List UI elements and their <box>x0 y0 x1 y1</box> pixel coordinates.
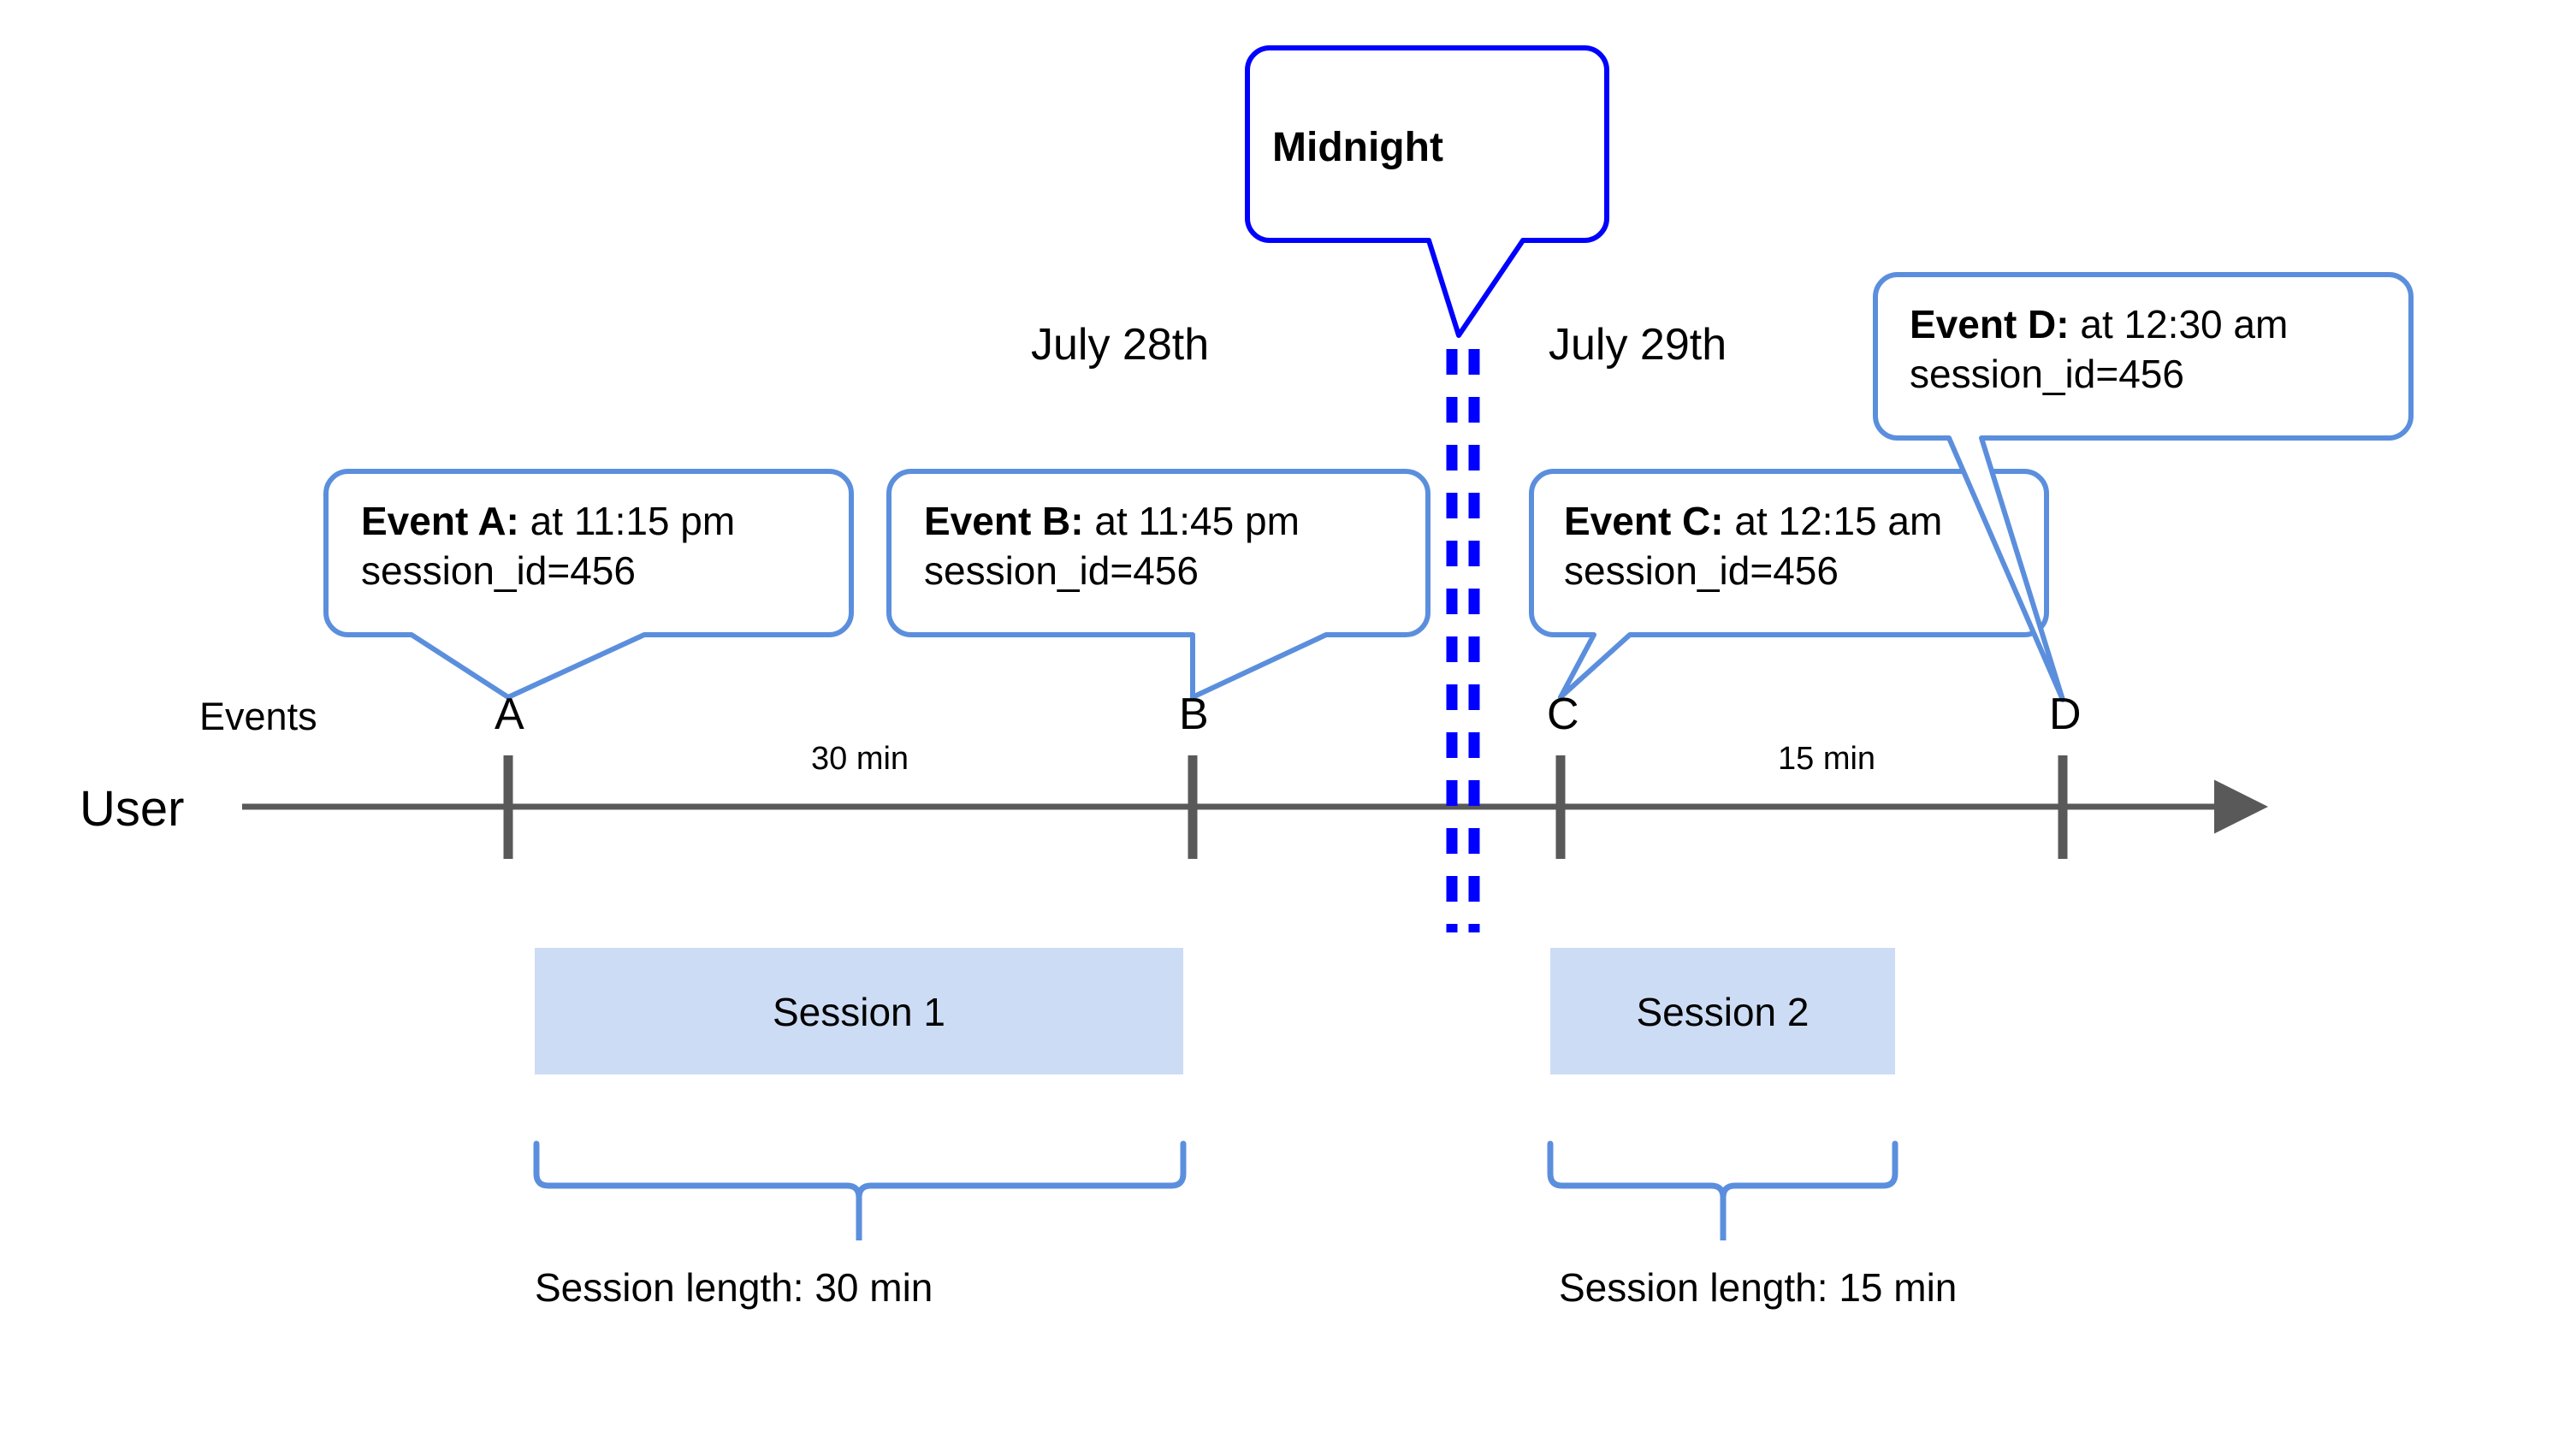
session-1-brace <box>533 1140 1187 1240</box>
event-c-time: at 12:15 am <box>1723 499 1943 543</box>
event-b-callout-text: Event B: at 11:45 pm session_id=456 <box>924 496 1412 595</box>
date-label-july-28: July 28th <box>1031 320 1210 370</box>
event-c-callout-shape <box>1529 469 2049 700</box>
event-c-callout-text: Event C: at 12:15 am session_id=456 <box>1564 496 2043 595</box>
event-a-callout-text: Event A: at 11:15 pm session_id=456 <box>361 496 840 595</box>
event-a-session-id: session_id=456 <box>361 548 636 593</box>
midnight-label: Midnight <box>1272 125 1443 170</box>
event-a-title: Event A: <box>361 499 519 543</box>
session-2-label: Session 2 <box>1636 990 1810 1034</box>
marker-label-c: C <box>1547 690 1579 739</box>
midnight-callout-shape <box>1245 45 1609 338</box>
duration-label-15-min: 15 min <box>1778 741 1876 777</box>
event-d-time: at 12:30 am <box>2069 302 2289 346</box>
event-c-session-id: session_id=456 <box>1564 548 1839 593</box>
events-row-label: Events <box>199 695 317 738</box>
event-d-session-id: session_id=456 <box>1910 352 2184 396</box>
event-d-callout-text: Event D: at 12:30 am session_id=456 <box>1910 299 2397 399</box>
session-2-brace <box>1547 1140 1898 1240</box>
marker-label-a: A <box>495 690 524 739</box>
event-a-callout-shape <box>323 469 854 700</box>
event-d-callout-shape <box>1873 272 2414 702</box>
session-1-box[interactable]: Session 1 <box>535 948 1183 1074</box>
session-1-length-label: Session length: 30 min <box>535 1265 933 1310</box>
event-c-title: Event C: <box>1564 499 1724 543</box>
session-2-box[interactable]: Session 2 <box>1550 948 1895 1074</box>
user-row-label: User <box>80 781 185 837</box>
date-label-july-29: July 29th <box>1549 320 1727 370</box>
session-2-length-label: Session length: 15 min <box>1559 1265 1958 1310</box>
session-1-label: Session 1 <box>772 990 945 1034</box>
event-b-title: Event B: <box>924 499 1084 543</box>
event-d-title: Event D: <box>1910 302 2070 346</box>
marker-label-d: D <box>2049 690 2082 739</box>
event-b-callout-shape <box>886 469 1431 700</box>
event-a-time: at 11:15 pm <box>518 499 736 543</box>
marker-label-b: B <box>1179 690 1209 739</box>
event-b-session-id: session_id=456 <box>924 548 1199 593</box>
duration-label-30-min: 30 min <box>811 741 909 777</box>
event-b-time: at 11:45 pm <box>1083 499 1300 543</box>
